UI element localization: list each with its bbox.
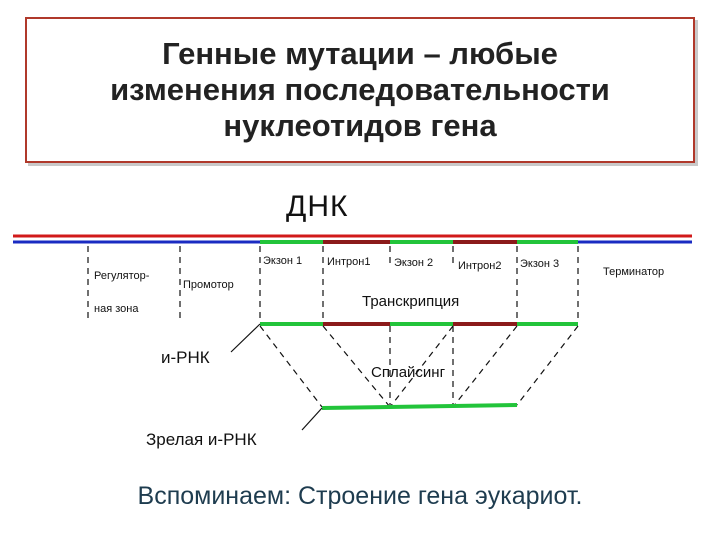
mature-mrna-label: Зрелая и-РНК [146,430,257,449]
splice-line-7 [516,325,579,406]
terminator-label: Терминатор [603,266,665,278]
intron1-label: Интрон1 [327,256,371,268]
splice-line-1 [259,325,323,408]
exon2-label: Экзон 2 [394,257,434,269]
title-line-3: нуклеотидов гена [223,108,497,143]
title-box: Генные мутации – любые изменения последо… [25,17,695,163]
splicing-label: Сплайсинг [371,364,446,381]
regulatory-zone-label-1: Регулятор- [94,270,150,282]
exon1-label: Экзон 1 [263,255,303,267]
title-line-1: Генные мутации – любые [162,36,558,71]
mature-mrna-line [321,403,518,410]
mrna-pointer [230,323,261,353]
mrna-label: и-РНК [161,348,210,367]
mature-mrna-pointer [301,407,323,431]
splice-line-6 [452,325,518,408]
dna-label: ДНК [286,190,349,223]
regulatory-zone-label-2: ная зона [94,303,139,315]
promoter-label: Промотор [183,279,234,291]
exon3-label: Экзон 3 [520,258,560,270]
footer-caption: Вспоминаем: Строение гена эукариот. [137,482,583,510]
transcription-label: Транскрипция [362,293,460,310]
intron2-label: Интрон2 [458,260,502,272]
title-line-2: изменения последовательности [110,72,610,107]
